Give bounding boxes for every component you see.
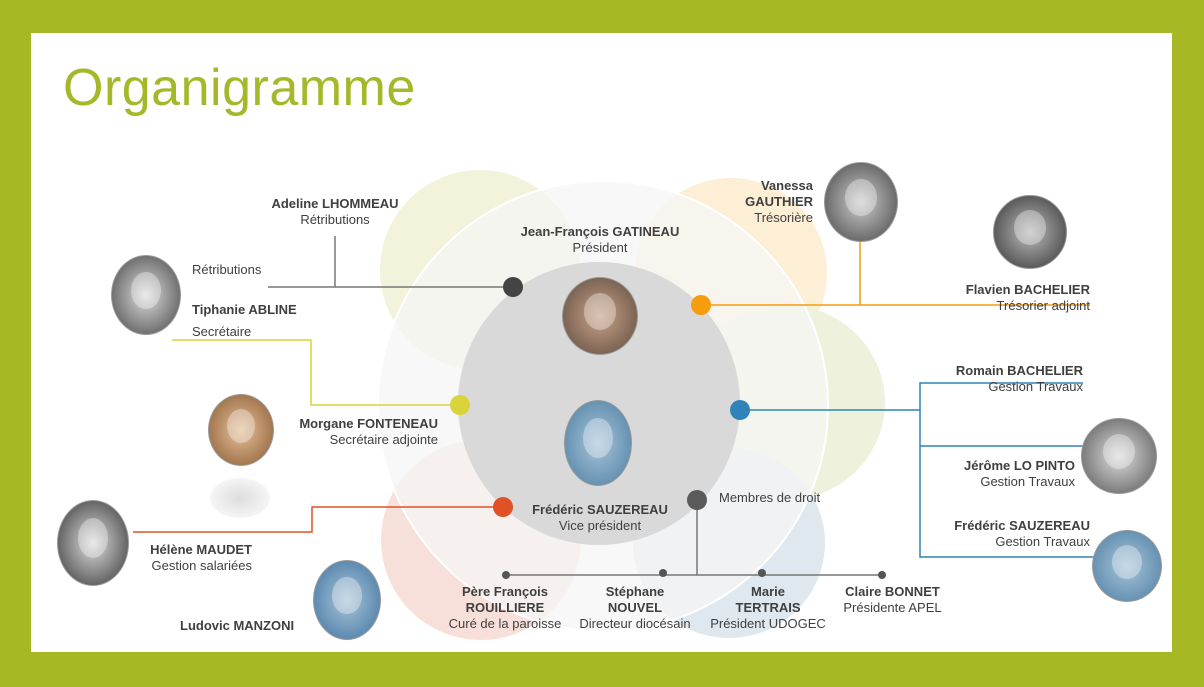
vice-dot (493, 497, 513, 517)
label-membres: Membres de droit (719, 490, 821, 505)
photo-ludovic (313, 560, 381, 640)
label-retributions: Rétributions (192, 262, 262, 277)
photo-vice (564, 400, 632, 486)
treasury-dot (691, 295, 711, 315)
members-dot (687, 490, 707, 510)
page-title: Organigramme (63, 59, 416, 117)
photo-vanessa (824, 162, 898, 242)
photo-tiphanie (111, 255, 181, 335)
works-dot (730, 400, 750, 420)
photo-flavien (993, 195, 1067, 269)
label-ludovic: Ludovic MANZONI (180, 618, 295, 633)
secretary-dot (450, 395, 470, 415)
photo-president (562, 277, 638, 355)
photo-morgane (208, 394, 274, 466)
shadow (210, 478, 270, 518)
president-dot (503, 277, 523, 297)
photo-helene (57, 500, 129, 586)
photo-jerome (1081, 418, 1157, 494)
photo-frederic2 (1092, 530, 1162, 602)
